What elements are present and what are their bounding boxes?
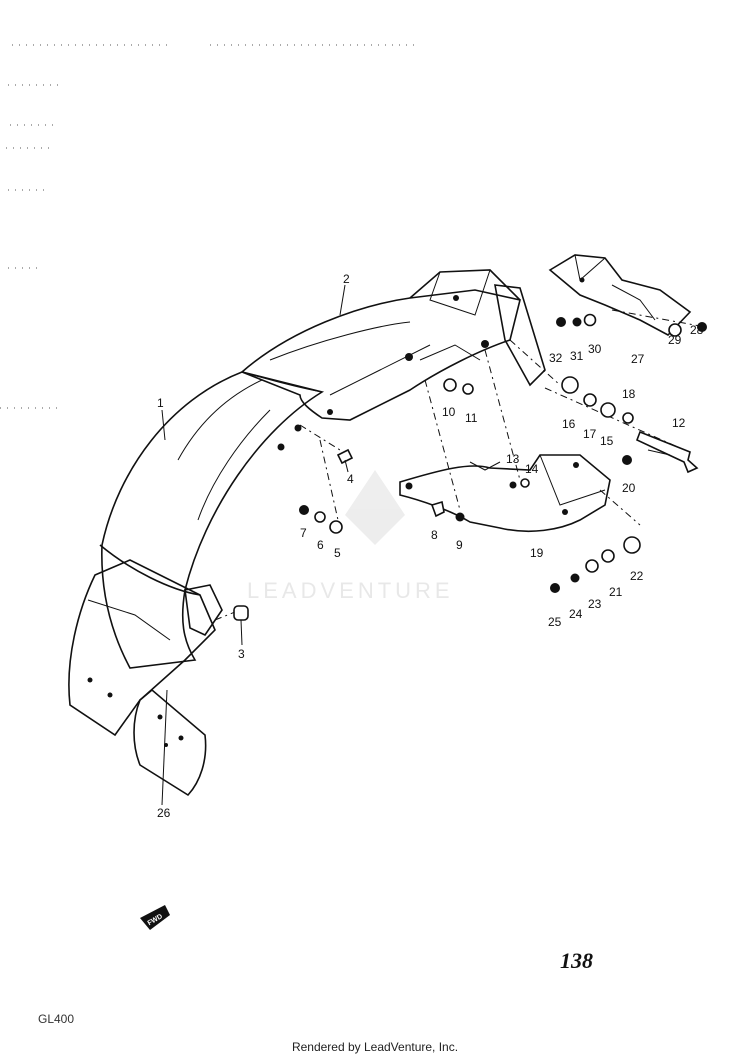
bolt-8-icon: [430, 500, 445, 518]
part-label: 8: [431, 528, 438, 542]
washer-5-icon: [329, 520, 343, 534]
part-label: 32: [549, 351, 563, 365]
collar-17-icon: [583, 393, 597, 407]
assembly-lines: [214, 309, 701, 621]
part-label: 26: [157, 806, 171, 820]
nut-32-icon: [556, 317, 566, 327]
part-label: 6: [317, 538, 324, 552]
part-label: 30: [588, 342, 602, 356]
part-label: 12: [672, 416, 686, 430]
page-number: 138: [560, 948, 593, 973]
washer-31-icon: [572, 317, 582, 327]
part-label: 1: [157, 396, 164, 410]
part-label: 10: [442, 405, 456, 419]
bushing-16-icon: [561, 376, 579, 394]
part-label: 11: [465, 411, 478, 425]
bushing-22-icon: [623, 536, 641, 554]
part-label: 13: [506, 452, 520, 466]
watermark-text: LEADVENTURE: [247, 578, 454, 603]
fwd-arrow: FWD: [140, 905, 170, 930]
bolt-20-icon: [622, 455, 632, 465]
part-label: 23: [588, 597, 602, 611]
hardware: [233, 313, 707, 621]
upper-bracket: [548, 254, 692, 336]
part-labels: 1 2 3 4 5 6 7 8 9 10 11 12 13 14 15 16 1…: [157, 272, 704, 820]
part-label: 18: [622, 387, 636, 401]
washer-24-icon: [570, 573, 580, 583]
washer-14-icon: [520, 478, 530, 488]
collar-21-icon: [601, 549, 615, 563]
part-label: 24: [569, 607, 583, 621]
part-label: 3: [238, 647, 245, 661]
nut-13-icon: [509, 481, 517, 489]
part-label: 20: [622, 481, 636, 495]
part-label: 14: [525, 462, 539, 476]
part-label: 2: [343, 272, 350, 286]
collar-10-icon: [443, 378, 457, 392]
part-label: 31: [570, 349, 584, 363]
footer-credit: Rendered by LeadVenture, Inc.: [291, 1040, 459, 1054]
nut-25-icon: [550, 583, 560, 593]
part-label: 5: [334, 546, 341, 560]
long-bolt-12-icon: [635, 430, 699, 474]
washer-15-icon: [600, 402, 616, 418]
part-label: 22: [630, 569, 644, 583]
lower-bracket: [399, 454, 611, 533]
rear-fender: [99, 371, 325, 669]
scan-speckle: [0, 44, 420, 409]
bolt-28-icon: [697, 322, 707, 332]
model-code: GL400: [38, 1012, 75, 1026]
part-label: 29: [668, 333, 682, 347]
mud-flap: [133, 688, 207, 797]
part-label: 9: [456, 538, 463, 552]
nut-7-icon: [299, 505, 309, 515]
washer-30-icon: [583, 313, 597, 327]
part-label: 28: [690, 323, 704, 337]
watermark: LEADVENTURE: [247, 470, 454, 603]
part-label: 27: [631, 352, 645, 366]
fwd-arrow-icon: [140, 905, 170, 930]
spacer-3-icon: [233, 605, 249, 621]
washer-23-icon: [585, 559, 599, 573]
leader-lines: [161, 284, 671, 806]
collar-29-icon: [668, 323, 682, 337]
part-label: 17: [583, 427, 597, 441]
washer-18-icon: [622, 412, 634, 424]
part-label: 7: [300, 526, 307, 540]
part-label: 4: [347, 472, 354, 486]
washer-9-icon: [455, 512, 465, 522]
watermark-logo-icon: [345, 470, 405, 545]
fender-main-section: [240, 269, 546, 421]
part-label: 15: [600, 434, 614, 448]
bolt-4-icon: [336, 448, 354, 465]
part-label: 25: [548, 615, 562, 629]
part-label: 19: [530, 546, 544, 560]
washer-6-icon: [314, 511, 326, 523]
fender-extension: [68, 559, 223, 737]
part-label: 16: [562, 417, 576, 431]
collar-11-icon: [462, 383, 474, 395]
part-label: 21: [609, 585, 623, 599]
